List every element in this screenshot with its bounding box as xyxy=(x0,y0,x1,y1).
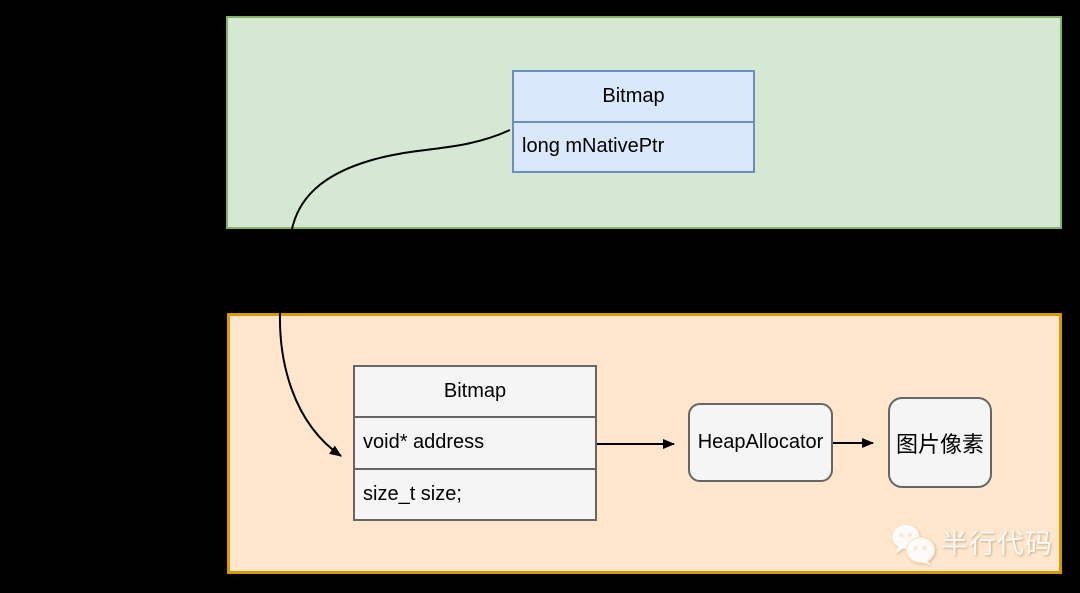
java-heap-region: Bitmap long mNativePtr xyxy=(226,16,1062,229)
java-bitmap-title: Bitmap xyxy=(514,72,753,123)
native-bitmap-field-address: void* address xyxy=(355,418,595,470)
watermark-label: 半行代码 xyxy=(941,528,1053,559)
native-bitmap-struct: Bitmap void* address size_t size; xyxy=(353,365,597,521)
java-bitmap-field-mnativeptr: long mNativePtr xyxy=(522,135,665,158)
watermark: 半行代码 xyxy=(891,522,1053,566)
native-heap-region: Bitmap void* address size_t size; HeapAl… xyxy=(227,313,1062,574)
native-bitmap-title: Bitmap xyxy=(355,367,595,419)
heap-allocator-node: HeapAllocator xyxy=(688,403,833,482)
wechat-icon xyxy=(892,524,936,565)
java-bitmap-class: Bitmap long mNativePtr xyxy=(512,70,755,173)
pixel-data-node: 图片像素 xyxy=(888,397,992,488)
native-bitmap-field-size: size_t size; xyxy=(363,482,462,505)
